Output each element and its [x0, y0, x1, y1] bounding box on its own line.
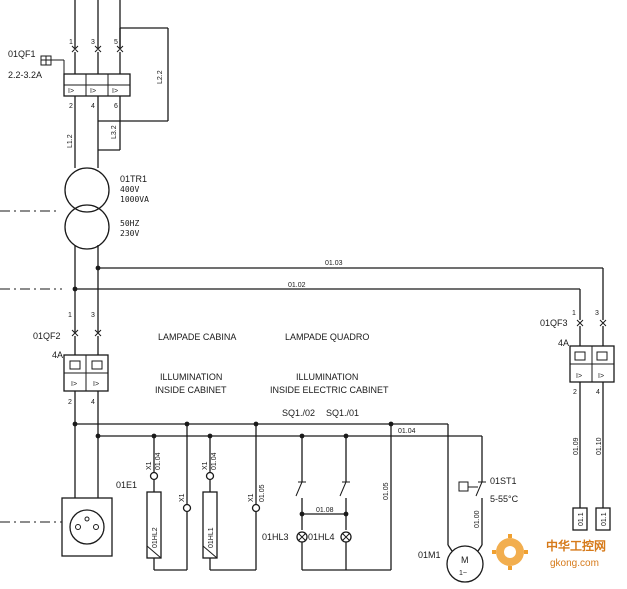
qf1-rating: 2.2-3.2A	[8, 70, 42, 80]
breaker-01qf1: 01QF1 2.2-3.2A 1 3 5 I> I> I> 2 4 6	[8, 39, 131, 110]
transformer-01tr1: 01TR1 400V 1000VA 50HZ 230V	[64, 167, 149, 250]
hl1-terminal-wire: 01.04	[211, 452, 218, 470]
wire-0105: 01.05	[383, 482, 390, 500]
wire-0104: 01.04	[398, 428, 416, 435]
qf1-pin-1: 1	[69, 39, 73, 46]
lampade-cabina: LAMPADE CABINA	[158, 332, 236, 342]
hl4-tag: 01HL4	[308, 532, 335, 542]
motor-phase: 1~	[459, 570, 467, 577]
pe-mark-2: 01.1	[601, 512, 608, 526]
qf2-pin-3: 3	[91, 312, 95, 319]
lampade-quadro: LAMPADE QUADRO	[285, 332, 369, 342]
wire-l32: L3.2	[111, 125, 118, 139]
qf2-pin-4: 4	[91, 399, 95, 406]
hl2-terminal-wire: 01.04	[155, 452, 162, 470]
watermark-sub: gkong.com	[550, 558, 599, 569]
wire-0105-small: 01.05	[259, 484, 266, 502]
qf1-tag: 01QF1	[8, 49, 36, 59]
wire-0108: 01.08	[316, 507, 334, 514]
watermark-main: 中华工控网	[546, 538, 606, 553]
qf1-relay-2: I>	[90, 88, 96, 95]
qf2-tag: 01QF2	[33, 331, 61, 341]
qf3-tag: 01QF3	[540, 318, 568, 328]
qf3-pin-2: 2	[573, 389, 577, 396]
hl1-return-terminal: X1	[248, 493, 255, 502]
socket-01e1: 01E1	[61, 480, 137, 557]
qf3-rating: 4A	[558, 338, 569, 348]
thermostat-range: 5-55°C	[490, 494, 519, 504]
hl1-tag: 01HL1	[208, 527, 215, 548]
qf3-relay-2: I>	[598, 373, 604, 380]
illum2-line2: INSIDE ELECTRIC CABINET	[270, 385, 389, 395]
section-headings: LAMPADE CABINA LAMPADE QUADRO ILLUMINATI…	[155, 332, 389, 418]
motor-tag: 01M1	[418, 550, 441, 560]
tr-secondary: 230V	[120, 229, 139, 238]
motor-01m1: 01ST1 5-55°C 01.00 M 1~ 01M1	[418, 424, 519, 583]
distribution-buses: 01.04	[72, 421, 482, 439]
motor-symbol: M	[461, 555, 469, 565]
wire-0100: 01.00	[474, 510, 481, 528]
qf2-relay-2: I>	[93, 381, 99, 388]
watermark-logo: 中华工控网 gkong.com	[492, 534, 606, 570]
tr-power: 1000VA	[120, 195, 149, 204]
wire-0103: 01.03	[325, 260, 343, 267]
illum2-line1: ILLUMINATION	[296, 372, 358, 382]
qf3-relay-1: I>	[576, 373, 582, 380]
sq102-label: SQ1./02	[282, 408, 315, 418]
qf2-relay-1: I>	[71, 381, 77, 388]
illum1-line1: ILLUMINATION	[160, 372, 222, 382]
secondary-wires: 01.03 01.02	[72, 245, 604, 332]
lamp-01hl2: X1 01.04 01HL2 X1	[146, 424, 192, 571]
sq101-label: SQ1./01	[326, 408, 359, 418]
lamp-circuit-hl3-hl4: 01.08 01HL3 01HL4 01.05	[262, 424, 392, 571]
lamp-01hl1: X1 01.04 01HL1 X1 01.05	[202, 424, 266, 571]
boundary-lines	[0, 210, 62, 523]
wire-0109: 01.09	[573, 437, 580, 455]
qf1-pin-6: 6	[114, 103, 118, 110]
qf1-relay-1: I>	[68, 88, 74, 95]
wire-0102: 01.02	[288, 282, 306, 289]
socket-tag: 01E1	[116, 480, 137, 490]
tr-frequency: 50HZ	[120, 219, 139, 228]
hl3-tag: 01HL3	[262, 532, 289, 542]
qf3-pin-1: 1	[572, 310, 576, 317]
qf1-pin-2: 2	[69, 103, 73, 110]
qf2-pin-2: 2	[68, 399, 72, 406]
qf1-pin-5: 5	[114, 39, 118, 46]
tr-tag: 01TR1	[120, 174, 147, 184]
hl2-tag: 01HL2	[152, 527, 159, 548]
qf1-relay-3: I>	[112, 88, 118, 95]
wire-l12: L1.2	[67, 134, 74, 148]
wire-0110: 01.10	[596, 437, 603, 455]
thermostat-tag: 01ST1	[490, 476, 517, 486]
qf1-pin-4: 4	[91, 103, 95, 110]
pe-mark-1: 01.1	[578, 512, 585, 526]
hl1-terminal: X1	[202, 461, 209, 470]
qf3-pin-4: 4	[596, 389, 600, 396]
qf1-pin-3: 3	[91, 39, 95, 46]
wire-l22: L2.2	[157, 70, 164, 84]
qf1-output-wires: L2.2 L1.2 L3.2	[67, 27, 169, 168]
illum1-line2: INSIDE CABINET	[155, 385, 227, 395]
breaker-01qf3: 01QF3 4A 1 3 I> I> 2 4 01.09 01.10 01.1 …	[540, 310, 615, 531]
qf2-rating: 4A	[52, 350, 63, 360]
qf2-pin-1: 1	[68, 312, 72, 319]
breaker-01qf2: 01QF2 4A 1 3 I> I> 2 4	[33, 312, 109, 498]
qf3-pin-3: 3	[595, 310, 599, 317]
hl2-terminal: X1	[146, 461, 153, 470]
hl2-return-terminal: X1	[179, 493, 186, 502]
tr-primary: 400V	[120, 185, 139, 194]
